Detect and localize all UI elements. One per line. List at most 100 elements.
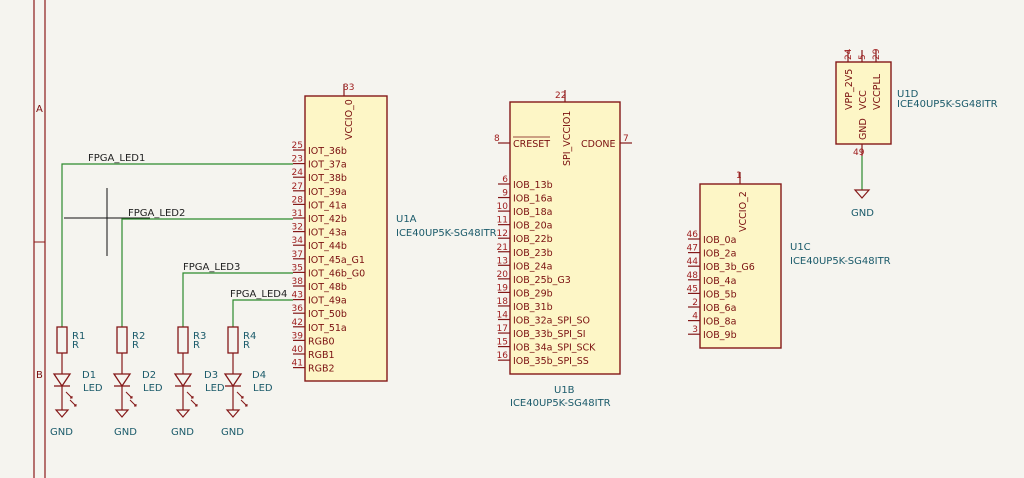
pin-number: 45 (687, 284, 698, 294)
pin-number: 44 (687, 257, 699, 267)
resistor-body[interactable] (56, 326, 68, 354)
resistor-body[interactable] (177, 326, 189, 354)
led-light-icon (65, 391, 77, 407)
pin-number: 14 (497, 311, 509, 321)
net-wire (121, 218, 293, 327)
led-value: LED (143, 383, 163, 394)
pin-name: IOT_50b (308, 309, 347, 320)
pin-name: RGB1 (308, 350, 335, 361)
net-label: FPGA_LED1 (88, 153, 145, 164)
resistor-body[interactable] (227, 326, 239, 354)
net-wire (232, 299, 293, 327)
pin-name: IOT_38b (308, 173, 347, 184)
led-ref: D3 (204, 370, 218, 381)
led-body[interactable] (52, 373, 72, 388)
u1b-creset-name: CRESET (513, 139, 550, 150)
pin-number: 42 (292, 318, 303, 328)
gnd-icon (114, 409, 130, 418)
pin-number: 2 (692, 298, 698, 308)
pin-number: 41 (292, 359, 303, 369)
pin-name: IOT_49a (308, 296, 347, 307)
pin-name: IOB_20a (513, 221, 552, 232)
pin-number: 13 (497, 256, 508, 266)
led-value: LED (253, 383, 273, 394)
u1a-ref: U1A (396, 214, 417, 225)
pin-name: RGB0 (308, 336, 335, 347)
led-body[interactable] (112, 373, 132, 388)
u1c-value: ICE40UP5K-SG48ITR (790, 256, 891, 267)
pin-number: 27 (292, 182, 303, 192)
pin-number: 6 (502, 175, 508, 185)
pin-number: 43 (292, 291, 303, 301)
gnd-icon (175, 409, 191, 418)
led-body[interactable] (223, 373, 243, 388)
pin-number: 29 (872, 48, 882, 60)
pin-number: 4 (692, 312, 698, 322)
u1b-cdone-number: 7 (623, 134, 629, 144)
u1b-power-pin-number: 22 (555, 91, 566, 101)
net-wire (61, 163, 293, 327)
pin-name: IOB_3b_G6 (703, 262, 755, 273)
net-label: FPGA_LED4 (230, 289, 287, 300)
pin-number: 23 (292, 155, 303, 165)
resistor-value: R (132, 340, 139, 351)
u1b-ref: U1B (554, 385, 575, 396)
frame-row-a: A (36, 104, 43, 115)
pin-number: 9 (502, 189, 508, 199)
u1b-creset-number: 8 (494, 134, 500, 144)
pin-name: IOT_41a (308, 200, 347, 211)
pin-name: IOT_46b_G0 (308, 268, 365, 279)
gnd-label: GND (171, 427, 194, 438)
pin-number: 10 (497, 202, 509, 212)
u1a-value: ICE40UP5K-SG48ITR (396, 228, 497, 239)
pin-number: 37 (292, 250, 303, 260)
pin-name: RGB2 (308, 364, 335, 375)
pin-name: IOB_25b_G3 (513, 275, 571, 286)
u1a-power-pin-number: 33 (343, 83, 354, 93)
pin-number: 24 (844, 48, 854, 60)
resistor-body[interactable] (116, 326, 128, 354)
pin-name: IOB_4a (703, 276, 736, 287)
pin-name: IOT_36b (308, 146, 347, 157)
pin-name: IOT_42b (308, 214, 347, 225)
pin-name: IOT_39a (308, 187, 347, 198)
pin-number: 19 (497, 283, 509, 293)
pin-number: 39 (292, 331, 304, 341)
pin-name: VCCPLL (872, 73, 883, 110)
pin-number: 20 (497, 270, 509, 280)
pin-number: 48 (687, 271, 699, 281)
u1b-cdone-name: CDONE (581, 139, 616, 150)
resistor-value: R (72, 340, 79, 351)
pin-name: IOB_24a (513, 261, 552, 272)
pin-number: 18 (497, 297, 509, 307)
resistor-ref: R2 (132, 331, 145, 342)
gnd-icon (54, 409, 70, 418)
pin-number: 38 (292, 277, 304, 287)
pin-number: 3 (692, 325, 698, 335)
pin-name: IOT_43a (308, 228, 347, 239)
pin-number: 21 (497, 243, 508, 253)
pin-name: IOB_32a_SPI_SO (513, 316, 590, 327)
pin-number: 25 (292, 141, 303, 151)
pin-name: IOB_2a (703, 249, 736, 260)
frame-row-b: B (36, 370, 43, 381)
resistor-ref: R3 (193, 331, 206, 342)
pin-name: IOT_45a_G1 (308, 255, 365, 266)
pin-name: VCC (858, 90, 869, 110)
net-label: FPGA_LED2 (128, 208, 185, 219)
pin-name: IOB_34a_SPI_SCK (513, 343, 596, 354)
u1c-power-pin-name: VCCIO_2 (738, 191, 749, 232)
led-chains: FPGA_LED1R1RD1LEDGNDFPGA_LED2R2RD2LEDGND… (50, 153, 293, 438)
pin-name: IOB_5b (703, 289, 737, 300)
pin-number: 46 (687, 230, 699, 240)
led-body[interactable] (173, 373, 193, 388)
pin-number: 17 (497, 324, 508, 334)
